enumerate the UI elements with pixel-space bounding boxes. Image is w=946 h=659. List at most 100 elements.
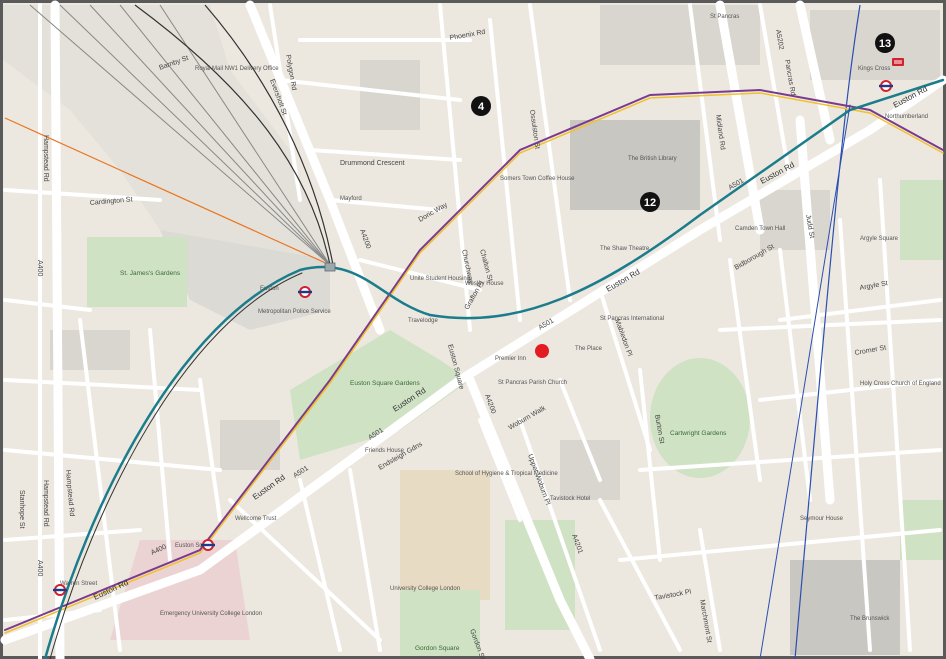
label-a400-2: A400 [36, 560, 43, 576]
marker-12[interactable]: 12 [640, 192, 660, 212]
label-cartwright: Cartwright Gardens [670, 430, 727, 437]
euston-station-area [160, 230, 330, 330]
marker-13-label: 13 [879, 38, 891, 50]
parks [87, 180, 943, 656]
block-d [790, 560, 900, 655]
marker-12-label: 12 [644, 197, 656, 209]
cartwright-gardens [650, 358, 750, 478]
overground-line [4, 117, 331, 266]
hampstead-road [50, 0, 65, 659]
pancras-road [795, 0, 835, 145]
label-burton: Burton St [653, 414, 665, 444]
eversholt-street [245, 0, 385, 335]
label-royal-mail: Royal Mail NW1 Delivery Office [195, 66, 279, 72]
label-warren-st: Warren Street [60, 581, 97, 587]
upper-woburn-place [465, 375, 595, 659]
label-northumberland: Northumberland [885, 114, 928, 120]
teal-line-1 [43, 78, 945, 659]
label-mayford: Mayford [340, 196, 362, 202]
marker-4[interactable]: 4 [471, 96, 491, 116]
euston-station-marker-icon [324, 262, 336, 272]
block-b [560, 440, 620, 500]
place-labels: St Pancras Kings Cross The British Libra… [60, 14, 941, 622]
label-school: School of Hygiene & Tropical Medicine [455, 471, 558, 477]
label-a400-1: A400 [36, 260, 43, 276]
station-kings-cross-icon [879, 80, 893, 92]
label-st-james: St. James's Gardens [120, 270, 181, 277]
block-c [760, 190, 830, 250]
label-shaw: The Shaw Theatre [600, 246, 650, 252]
label-midland-rd: Midland Rd [714, 114, 726, 150]
station-warren-st-icon [53, 584, 67, 596]
label-a5202: A5202 [774, 29, 784, 50]
label-brunswick: The Brunswick [850, 616, 890, 622]
railway-area [3, 5, 330, 270]
tube-lines [4, 78, 945, 659]
stations [53, 58, 904, 596]
judd-street [795, 115, 835, 505]
label-somers-town: Somers Town Coffee House [500, 176, 575, 182]
marker-4-label: 4 [478, 101, 485, 113]
label-ucl: University College London [390, 586, 460, 592]
label-kings-place: St Pancras International [600, 316, 664, 322]
label-holy-cross: Holy Cross Church of England [860, 381, 941, 387]
hospital-area [110, 540, 250, 640]
label-euston-sq-gardens: Euston Square Gardens [350, 380, 420, 387]
blue-line [759, 104, 851, 659]
label-drummond: Drummond Crescent [340, 160, 405, 167]
label-wellcome: Wellcome Trust [235, 516, 277, 522]
station-euston-sq-icon [201, 539, 215, 551]
midland-road [715, 0, 765, 235]
park-labels: St. James's Gardens Euston Square Garden… [120, 270, 727, 652]
park-green-3 [900, 180, 943, 260]
label-st-pancras-church: St Pancras Parish Church [498, 380, 567, 386]
rail-station-icon [892, 58, 904, 66]
label-tavistock-hotel: Tavistock Hotel [550, 496, 590, 502]
yellow-line [4, 92, 944, 634]
location-pin[interactable] [535, 344, 549, 358]
label-judd-st: Judd St [804, 214, 815, 239]
label-euston: Euston [260, 286, 279, 292]
label-wesley: Wesley House [465, 281, 504, 287]
station-euston-icon [298, 286, 312, 298]
land-areas [3, 5, 940, 655]
block-f [50, 330, 130, 370]
euston-square-gardens [290, 330, 470, 460]
label-euston-sq-stn: Euston Square [175, 543, 215, 549]
ucl-block [400, 470, 490, 600]
block-a [220, 420, 280, 470]
label-british-library: The British Library [628, 156, 677, 162]
label-stanhope: Stanhope St [18, 490, 25, 529]
marker-13[interactable]: 13 [875, 33, 895, 53]
minor-roads [3, 3, 942, 659]
label-seymour: Seymour House [800, 516, 844, 522]
label-hampstead-rd-2: Hampstead Rd [42, 480, 49, 527]
purple-line [4, 88, 944, 631]
euston-road [0, 75, 946, 645]
british-library-block [570, 120, 700, 210]
rail-lines [4, 4, 861, 659]
teal-line-2 [49, 272, 303, 659]
rail-black-2 [204, 4, 334, 266]
label-emergency: Emergency University College London [160, 611, 262, 617]
label-argyle-sq: Argyle Square [860, 236, 899, 242]
gordon-square [400, 590, 480, 656]
label-kings-cross: Kings Cross [858, 66, 890, 72]
label-met-police: Metropolitan Police Service [258, 309, 331, 315]
label-travelodge: Travelodge [408, 318, 438, 324]
label-gordon-sq: Gordon Square [415, 645, 460, 652]
label-argyle: Argyle St [859, 280, 888, 292]
label-camden-town-hall: Camden Town Hall [735, 226, 785, 232]
label-cardington: Cardington St [90, 196, 133, 207]
rail-black-1 [134, 4, 331, 266]
st-james-gardens [87, 237, 187, 307]
rail-black-3 [794, 4, 861, 659]
label-the-place: The Place [575, 346, 603, 352]
label-hampstead-3: Hampstead Rd [64, 470, 75, 517]
label-premier-inn: Premier Inn [495, 356, 526, 362]
label-st-pancras: St Pancras [710, 14, 739, 20]
label-friends-house: Friends House [365, 448, 405, 454]
markers[interactable]: 4 12 13 [471, 33, 895, 358]
